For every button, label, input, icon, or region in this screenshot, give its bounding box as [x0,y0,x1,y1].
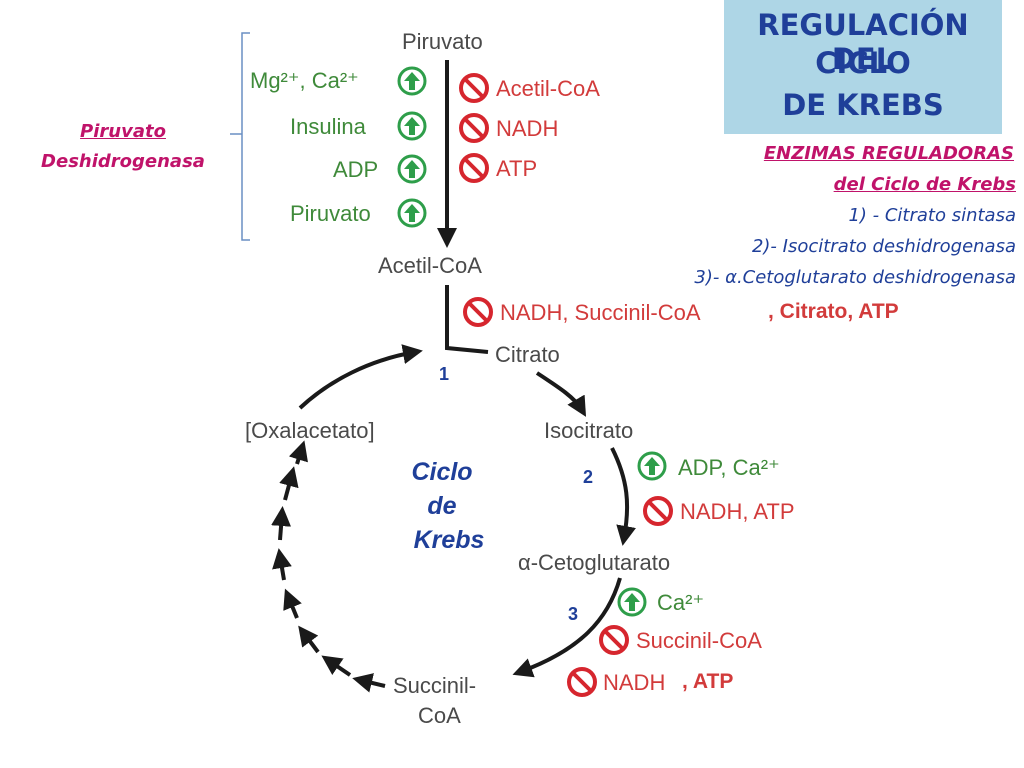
title-line-1: REGULACIÓN DEL [757,8,969,76]
inhibitor-icon [459,73,489,103]
inhibitor-icons [459,73,673,697]
activator-icon [617,587,647,617]
cycle-label-line-2: de [427,492,457,520]
akg-dh-inhibitor-2: NADH [603,670,666,695]
isocitrate-dh-activators: ADP, Ca²⁺ [678,455,780,480]
activator-icon [397,66,427,96]
arrow-cetoglutarato-succinilcoa [512,577,622,678]
enzymes-header-2: del Ciclo de Krebs [833,174,1016,195]
isocitrate-dh-inhibitors: NADH, ATP [680,499,795,524]
enzyme-item: 2)- Isocitrato deshidrogenasa [751,236,1016,257]
pdh-inhibitor-label: ATP [496,156,538,181]
activator-icon [637,451,667,481]
title-line-2: CICLO [815,46,911,80]
node-succinil-coa-line-2: CoA [418,703,461,728]
node-succinil-coa-line-1: Succinil- [393,673,477,698]
enzyme-item: 3)- α.Cetoglutarato deshidrogenasa [694,267,1016,288]
node-citrato: Citrato [495,342,560,367]
node-oxalacetato: [Oxalacetato] [245,418,375,443]
arrow-acetilcoa-citrato [445,285,489,354]
pdh-activator-label: Mg²⁺, Ca²⁺ [250,68,359,93]
activator-icon [397,198,427,228]
pdh-bracket [230,32,250,241]
step-number-1: 1 [439,364,450,384]
node-isocitrato: Isocitrato [544,418,634,443]
pdh-inhibitor-label: Acetil-CoA [496,76,600,101]
inhibitor-icon [463,297,493,327]
arrow-citrato-isocitrato [535,371,587,417]
activator-icons [397,66,667,617]
activator-icon [397,154,427,184]
pdh-activator-label: ADP [333,157,379,182]
cycle-label: Ciclo de Krebs [397,455,487,557]
pdh-activator-label: Piruvato [290,201,371,226]
akg-dh-activators: Ca²⁺ [657,590,705,615]
enzymes-header-1: ENZIMAS REGULADORAS [763,143,1014,164]
arrow-oxalacetato-citrato [298,344,423,410]
node-acetil-coa: Acetil-CoA [378,253,482,278]
inhibitor-icon [599,625,629,655]
citrate-synthase-inhibitors: NADH, Succinil-CoA [500,300,701,325]
pdh-activator-label: Insulina [290,114,366,139]
pdh-label-line-1: Piruvato [80,121,166,142]
enzyme-item: 1) - Citrato sintasa [848,205,1016,226]
title-box: REGULACIÓN DEL CICLO DE KREBS [724,0,1002,134]
node-piruvato: Piruvato [402,29,483,54]
arrow-isocitrato-cetoglutarato [610,447,636,546]
pdh-label-line-2: Deshidrogenasa [41,151,205,172]
pdh-inhibitor-label: NADH [496,116,559,141]
cycle-label-line-1: Ciclo [411,458,473,486]
step-number-3: 3 [568,604,579,624]
activator-icon [397,111,427,141]
step-number-2: 2 [583,467,594,487]
title-line-3: DE KREBS [782,88,944,122]
cycle-label-line-3: Krebs [413,526,485,554]
inhibitor-icon [459,153,489,183]
inhibitor-icon [567,667,597,697]
akg-dh-inhibitor-1: Succinil-CoA [636,628,762,653]
node-cetoglutarato: α-Cetoglutarato [518,550,671,575]
cycle-arrows-left [271,440,386,693]
akg-dh-extra: , ATP [682,670,734,693]
inhibitor-icon [459,113,489,143]
citrate-synthase-extra: , Citrato, ATP [768,300,899,323]
inhibitor-icon [643,496,673,526]
